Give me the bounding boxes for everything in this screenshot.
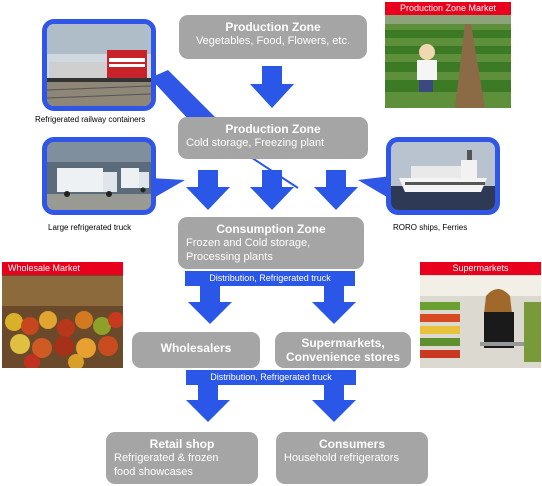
consumers-box: Consumers Household refrigerators xyxy=(276,432,428,484)
consumers-title: Consumers xyxy=(318,437,386,451)
consumption-zone-box: Consumption Zone Frozen and Cold storage… xyxy=(178,217,364,269)
production-zone-middle-title: Production Zone xyxy=(225,122,321,136)
wholesale-label: Wholesale Market xyxy=(2,262,123,275)
consumers-sub: Household refrigerators xyxy=(284,452,399,464)
production-zone-top-title: Production Zone xyxy=(225,20,321,34)
ship-photo xyxy=(386,137,500,215)
wholesalers-box: Wholesalers xyxy=(132,332,260,368)
supermarkets-box: Supermarkets, Convenience stores xyxy=(275,332,411,368)
wholesalers-label: Wholesalers xyxy=(160,341,232,355)
supermarkets-label-2: Convenience stores xyxy=(285,350,401,364)
produce-photo: Wholesale Market xyxy=(2,262,123,368)
arrow-down-icon xyxy=(312,286,356,324)
supermarkets-label-1: Supermarkets, xyxy=(301,336,385,350)
arrow-down-icon xyxy=(312,384,356,422)
arrow-down-icon xyxy=(314,170,358,210)
consumption-zone-title: Consumption Zone xyxy=(216,222,326,236)
ship-caption: RORO ships, Ferries xyxy=(393,223,468,232)
arrow-down-icon xyxy=(250,170,294,210)
production-zone-middle-sub: Cold storage, Freezing plant xyxy=(186,137,325,149)
production-zone-top-box: Production Zone Vegetables, Food, Flower… xyxy=(179,15,367,59)
consumption-zone-sub-2: Processing plants xyxy=(186,251,273,263)
production-zone-middle-box: Production Zone Cold storage, Freezing p… xyxy=(178,117,368,159)
shopper-photo: Supermarkets xyxy=(420,262,541,368)
distribution-bar-1: Distribution, Refrigerated truck xyxy=(185,271,355,286)
retail-shop-sub-1: Refrigerated & frozen xyxy=(114,452,219,464)
supermarket-label: Supermarkets xyxy=(420,262,541,275)
distribution-bar-2: Distribution, Refrigerated truck xyxy=(186,370,356,385)
train-photo xyxy=(42,19,156,111)
retail-shop-title: Retail shop xyxy=(149,437,215,451)
arrow-down-icon xyxy=(188,286,232,324)
arrow-down-icon xyxy=(250,66,294,108)
retail-shop-sub-2: food showcases xyxy=(114,466,193,478)
arrow-down-icon xyxy=(186,384,230,422)
consumption-zone-sub-1: Frozen and Cold storage, xyxy=(186,237,311,249)
truck-caption: Large refrigerated truck xyxy=(48,223,132,232)
production-zone-top-sub: Vegetables, Food, Flowers, etc. xyxy=(195,35,351,47)
truck-photo xyxy=(42,137,156,215)
railway-caption: Refrigerated railway containers xyxy=(35,115,146,124)
farm-photo: Production Zone Market xyxy=(385,2,511,108)
arrow-down-icon xyxy=(186,170,230,210)
market-label: Production Zone Market xyxy=(385,2,511,15)
retail-shop-box: Retail shop Refrigerated & frozen food s… xyxy=(106,432,258,484)
